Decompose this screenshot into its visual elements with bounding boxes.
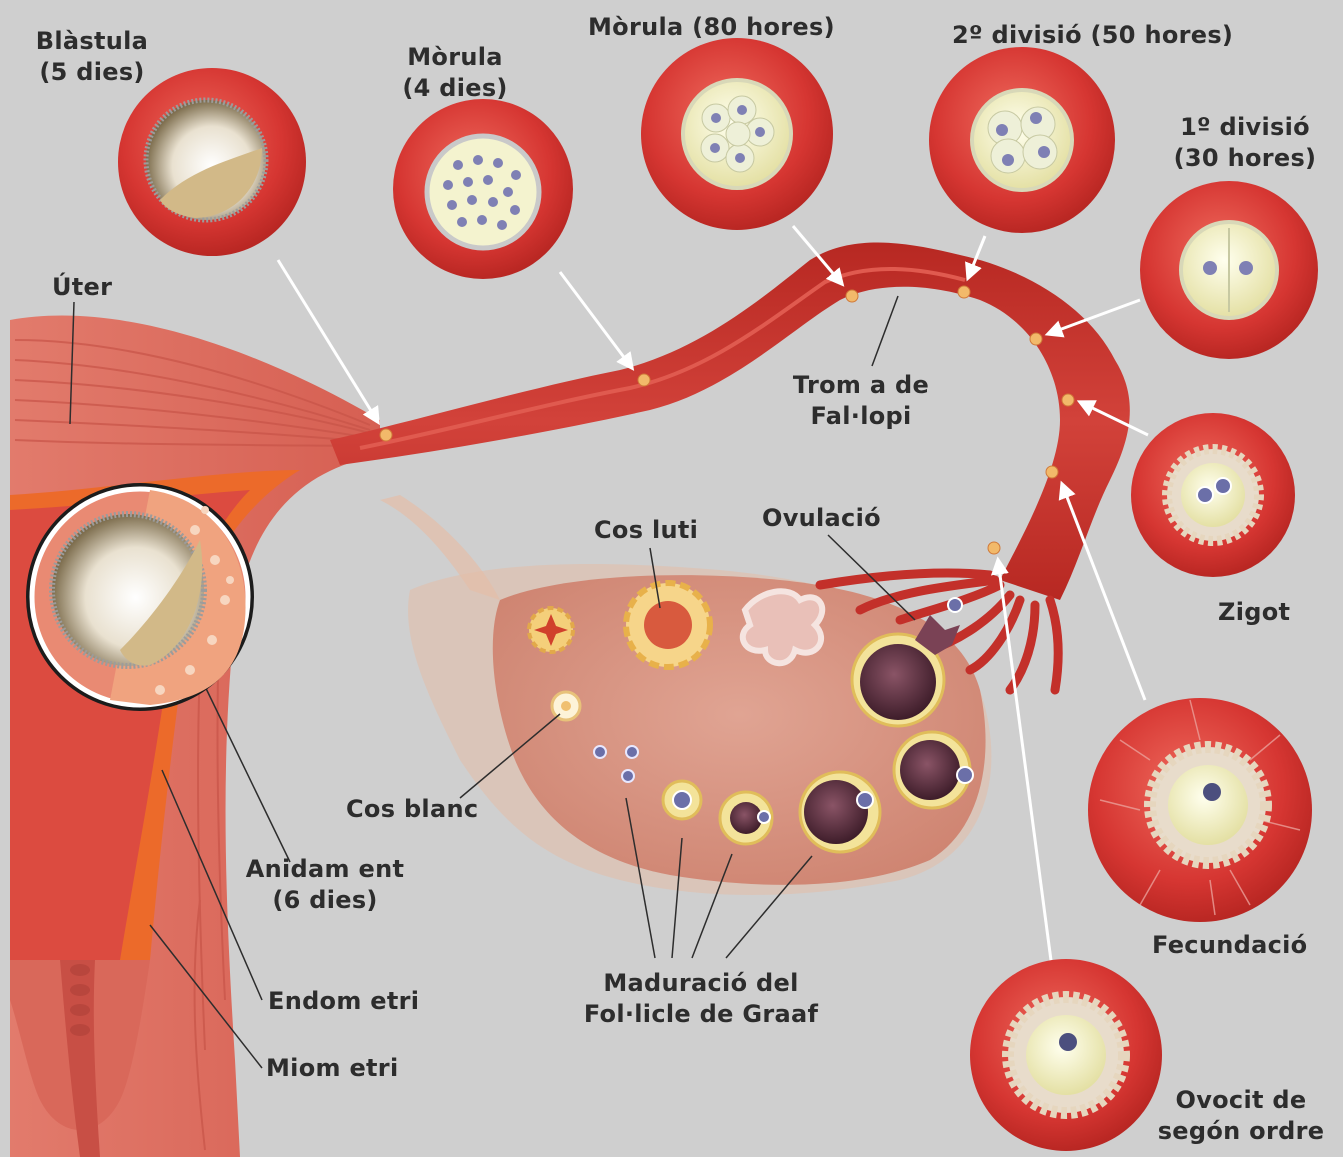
implantation-age: (6 dies) [240, 885, 410, 916]
secondary-oocyte-line1: Ovocit de [1146, 1085, 1336, 1116]
growing-follicle-3 [800, 772, 880, 852]
morula-80-circle [641, 38, 833, 230]
zygote-circle [1131, 413, 1295, 577]
blastula-title: Blàstula [22, 26, 162, 57]
first-division-time: (30 hores) [1160, 143, 1330, 174]
corpus-albicans [552, 692, 580, 720]
blastula-label: Blàstula (5 dies) [22, 26, 162, 88]
morula-4-title: Mòrula [385, 42, 525, 73]
endometrium-label: Endom etri [268, 986, 419, 1017]
fertilization-circle [1088, 698, 1312, 922]
corpus-luteum-early [529, 608, 573, 652]
blastula-age: (5 dies) [22, 57, 162, 88]
fallopian-tube-line2: Fal·lopi [786, 401, 936, 432]
second-division-label: 2º divisió (50 hores) [952, 20, 1233, 51]
graafian-follicle-line1: Maduració del [566, 968, 836, 999]
morula-80-label: Mòrula (80 hores) [588, 12, 835, 43]
morula-4-age: (4 dies) [385, 73, 525, 104]
uterus-label: Úter [52, 272, 112, 303]
morula-4-circle [393, 99, 573, 279]
first-division-label: 1º divisió (30 hores) [1160, 112, 1330, 174]
growing-follicle-1 [663, 781, 701, 819]
corpus-albicans-label: Cos blanc [346, 794, 478, 825]
fallopian-tube-line1: Trom a de [786, 370, 936, 401]
implantation-circle [28, 485, 252, 709]
corpus-luteum [626, 583, 710, 667]
oocyte-circle [970, 959, 1162, 1151]
first-division-circle [1140, 181, 1318, 359]
growing-follicle-2 [720, 792, 772, 844]
fertilization-label: Fecundació [1152, 930, 1307, 961]
graafian-follicle-label: Maduració del Fol·licle de Graaf [566, 968, 836, 1030]
zygote-label: Zigot [1218, 597, 1290, 628]
secondary-oocyte-label: Ovocit de segón ordre [1146, 1085, 1336, 1147]
blastula-circle [118, 68, 306, 256]
morula-4-label: Mòrula (4 dies) [385, 42, 525, 104]
graafian-follicle-line2: Fol·licle de Graaf [566, 999, 836, 1030]
corpus-luteum-label: Cos luti [594, 515, 698, 546]
fallopian-tube-label: Trom a de Fal·lopi [786, 370, 936, 432]
myometrium-label: Miom etri [266, 1053, 398, 1084]
implantation-title: Anidam ent [240, 854, 410, 885]
implantation-label: Anidam ent (6 dies) [240, 854, 410, 916]
ruptured-follicle [743, 591, 822, 663]
first-division-title: 1º divisió [1160, 112, 1330, 143]
graafian-follicle [894, 732, 973, 808]
second-division-circle [929, 47, 1115, 233]
ovulation-label: Ovulació [762, 503, 881, 534]
secondary-oocyte-line2: segón ordre [1146, 1116, 1336, 1147]
